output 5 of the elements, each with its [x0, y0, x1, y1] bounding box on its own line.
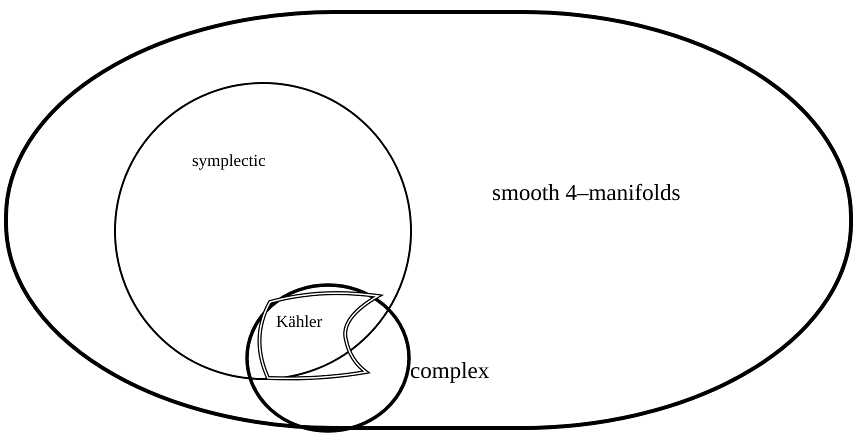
set-label: Kähler	[276, 313, 322, 332]
set-label: symplectic	[192, 152, 266, 171]
set-circle	[114, 82, 412, 380]
set-label: complex	[410, 358, 490, 384]
set-label: smooth 4–manifolds	[492, 180, 680, 206]
